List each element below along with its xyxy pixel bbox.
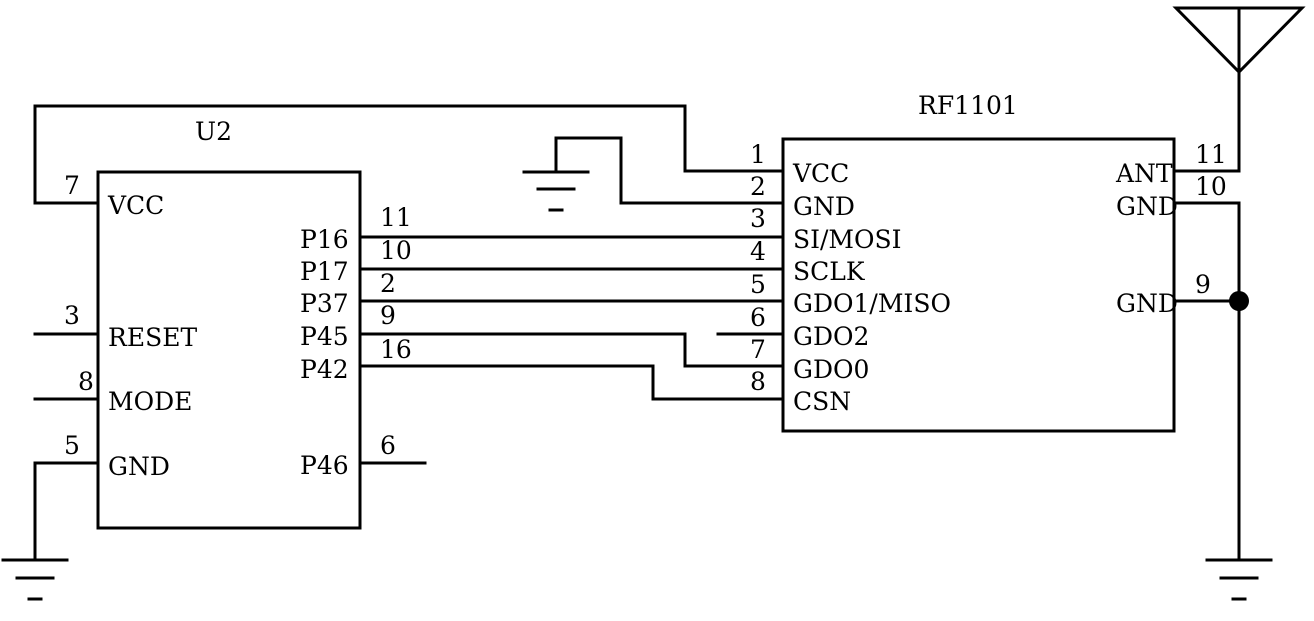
rf-pin-6-number: 6 xyxy=(750,303,766,332)
rf-pin-sclk-label: SCLK xyxy=(793,257,866,286)
rf1101-designator: RF1101 xyxy=(918,91,1018,120)
junction-dot xyxy=(1229,291,1249,311)
wire-rf-gnd xyxy=(554,136,785,205)
wire-u2-gnd xyxy=(33,461,100,562)
u2-pin-reset-label: RESET xyxy=(108,323,197,352)
u2-pin-p46-number: 6 xyxy=(380,431,396,460)
rf-pin-csn-label: CSN xyxy=(793,387,851,416)
wire-p42-csn xyxy=(358,364,785,401)
wire-vcc xyxy=(33,104,785,205)
ground-icon-rf-gnd xyxy=(522,170,590,212)
rf-pin-gnd9-label: GND xyxy=(1116,289,1178,318)
u2-pin-p17-label: P17 xyxy=(300,257,349,286)
rf-pin-5-number: 5 xyxy=(750,270,766,299)
u2-pin-p46-label: P46 xyxy=(300,451,349,480)
u2-pin-p37-number: 2 xyxy=(380,269,396,298)
rf-pin-mosi-label: SI/MOSI xyxy=(793,225,902,254)
rf-pin-vcc-label: VCC xyxy=(792,159,849,188)
wire-ant xyxy=(1172,70,1241,173)
u2-body xyxy=(96,170,362,530)
antenna-icon xyxy=(1172,6,1306,75)
rf1101-component: RF1101 VCC GND SI/MOSI SCLK GDO1/MISO GD… xyxy=(750,91,1227,433)
rf-pin-11-number: 11 xyxy=(1195,140,1227,169)
rf-pin-10-number: 10 xyxy=(1195,172,1227,201)
rf-pin-9-number: 9 xyxy=(1195,270,1211,299)
u2-pin-gnd-label: GND xyxy=(108,452,170,481)
ground-icon-u2-gnd xyxy=(1,558,69,601)
u2-designator: U2 xyxy=(195,117,232,146)
rf-pin-7-number: 7 xyxy=(750,335,766,364)
rf-pin-gnd10-label: GND xyxy=(1116,192,1178,221)
rf-pin-4-number: 4 xyxy=(750,237,766,266)
u2-pin-p42-number: 16 xyxy=(380,335,412,364)
u2-pin-p16-label: P16 xyxy=(300,225,349,254)
rf-pin-2-number: 2 xyxy=(750,172,766,201)
u2-pin-p45-label: P45 xyxy=(300,322,349,351)
u2-pin-p37-label: P37 xyxy=(300,289,349,318)
u2-pin-p42-label: P42 xyxy=(300,355,349,384)
wires xyxy=(33,70,1249,562)
u2-pin-mode-number: 8 xyxy=(78,367,94,396)
rf-pin-miso-label: GDO1/MISO xyxy=(793,289,951,318)
u2-pin-reset-number: 3 xyxy=(64,301,80,330)
u2-pin-mode-label: MODE xyxy=(108,387,192,416)
rf-pin-1-number: 1 xyxy=(750,140,766,169)
u2-pin-vcc-label: VCC xyxy=(107,191,164,220)
rf-pin-gdo2-label: GDO2 xyxy=(793,322,869,351)
u2-pin-p17-number: 10 xyxy=(380,236,412,265)
u2-pin-p16-number: 11 xyxy=(380,203,412,232)
u2-pin-vcc-number: 7 xyxy=(64,171,80,200)
wire-p45-gdo0 xyxy=(358,332,785,368)
rf-pin-ant-label: ANT xyxy=(1115,159,1173,188)
rf-pin-gnd-label: GND xyxy=(793,192,855,221)
rf1101-body xyxy=(781,137,1176,433)
u2-pin-p45-number: 9 xyxy=(380,301,396,330)
rf-pin-gdo0-label: GDO0 xyxy=(793,355,869,384)
rf-pin-3-number: 3 xyxy=(750,204,766,233)
rf-pin-8-number: 8 xyxy=(750,367,766,396)
u2-pin-gnd-number: 5 xyxy=(64,431,80,460)
u2-component: U2 VCC RESET MODE GND 7 3 8 5 P16 P17 P3… xyxy=(64,117,412,530)
wire-rf-gnd10 xyxy=(1172,201,1241,562)
ground-icon-rf-right xyxy=(1205,558,1273,601)
